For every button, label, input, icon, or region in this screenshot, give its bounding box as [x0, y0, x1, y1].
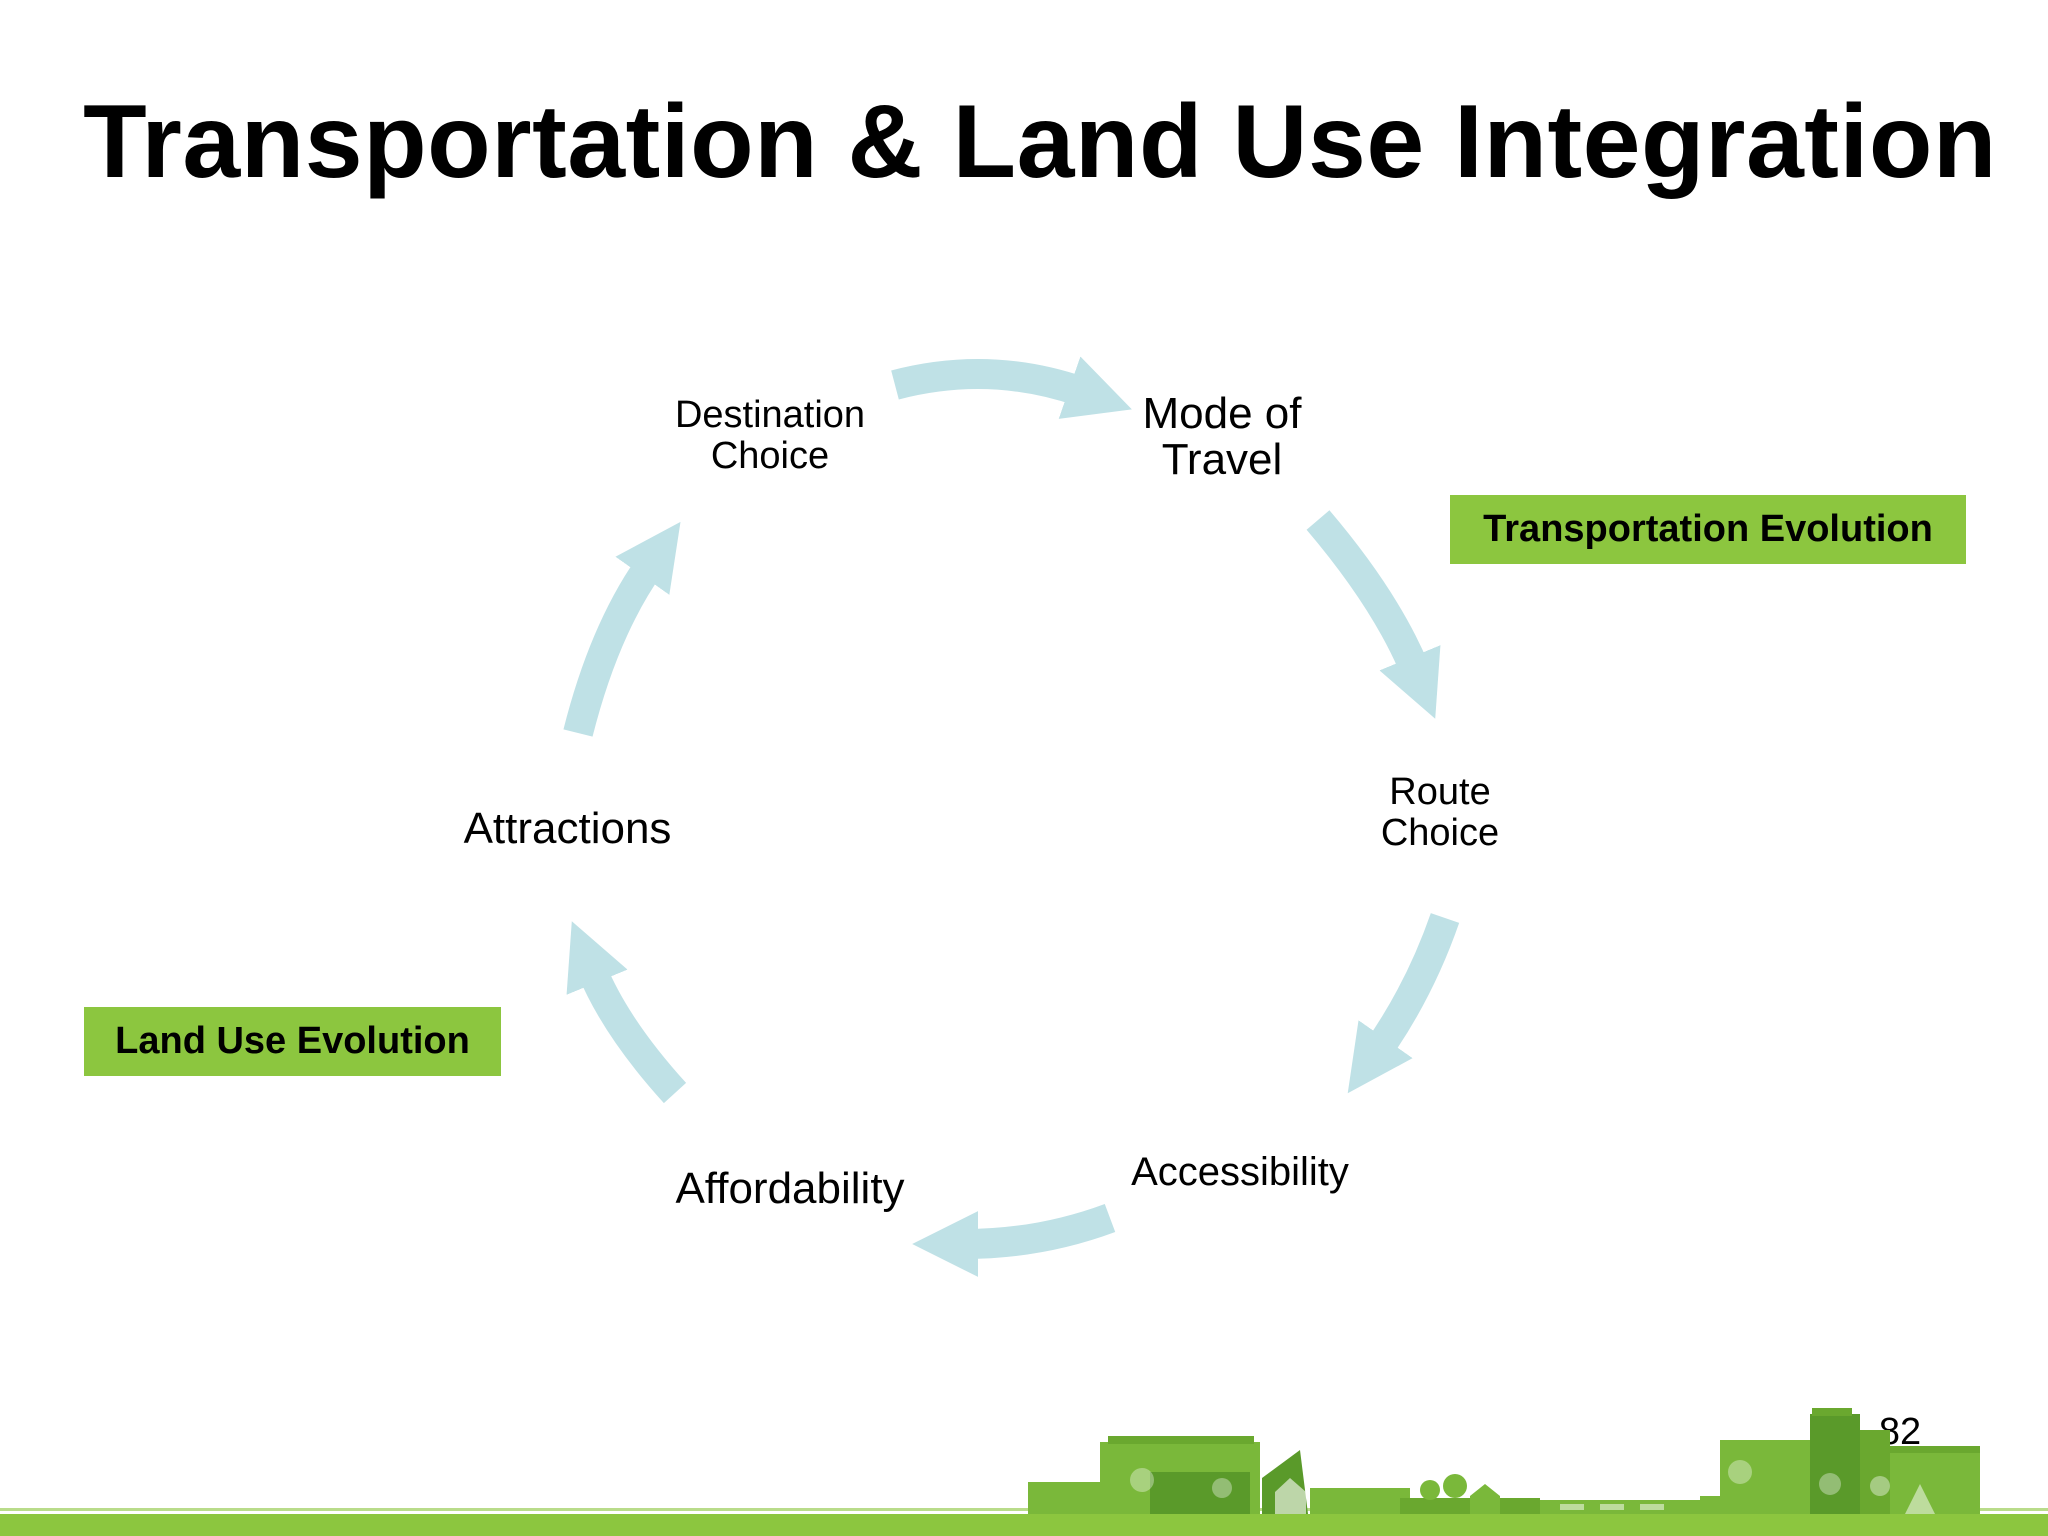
footer-band-line [0, 1508, 2048, 1511]
land-use-evolution-label: Land Use Evolution [115, 1020, 470, 1062]
arrow-route-to-accessibility [1347, 913, 1460, 1094]
node-mode-line2: Travel [1161, 435, 1283, 484]
node-attractions-label: Attractions [463, 804, 672, 853]
transportation-evolution-label: Transportation Evolution [1483, 508, 1933, 550]
arrow-attractions-to-destination [563, 521, 681, 737]
node-affordability-label: Affordability [675, 1164, 905, 1213]
arrow-accessibility-to-affordability [912, 1203, 1116, 1277]
node-destination-line2: Choice [710, 435, 830, 477]
node-destination-line1: Destination [674, 394, 866, 436]
node-route-line2: Choice [1380, 812, 1500, 854]
building-cluster-left [1028, 1436, 1740, 1514]
arrow-mode-to-route [1306, 510, 1441, 719]
node-route-choice: Route Choice [1330, 772, 1550, 854]
slide-title: Transportation & Land Use Integration [83, 84, 1997, 200]
node-affordability: Affordability [640, 1165, 940, 1213]
transportation-evolution-tag: Transportation Evolution [1450, 495, 1966, 564]
arrow-affordability-to-attractions [566, 921, 687, 1104]
node-mode-of-travel: Mode of Travel [1112, 391, 1332, 483]
arrow-destination-to-mode [891, 356, 1132, 419]
node-route-line1: Route [1389, 771, 1491, 813]
footer-cityscape [0, 1408, 2048, 1536]
land-use-evolution-tag: Land Use Evolution [84, 1007, 501, 1076]
node-accessibility-label: Accessibility [1131, 1150, 1349, 1194]
node-mode-line1: Mode of [1142, 389, 1302, 438]
node-destination-choice: Destination Choice [640, 395, 900, 477]
node-attractions: Attractions [420, 805, 715, 853]
footer-band [0, 1514, 2048, 1536]
node-accessibility: Accessibility [1110, 1150, 1370, 1194]
building-cluster-right [1720, 1408, 1980, 1514]
